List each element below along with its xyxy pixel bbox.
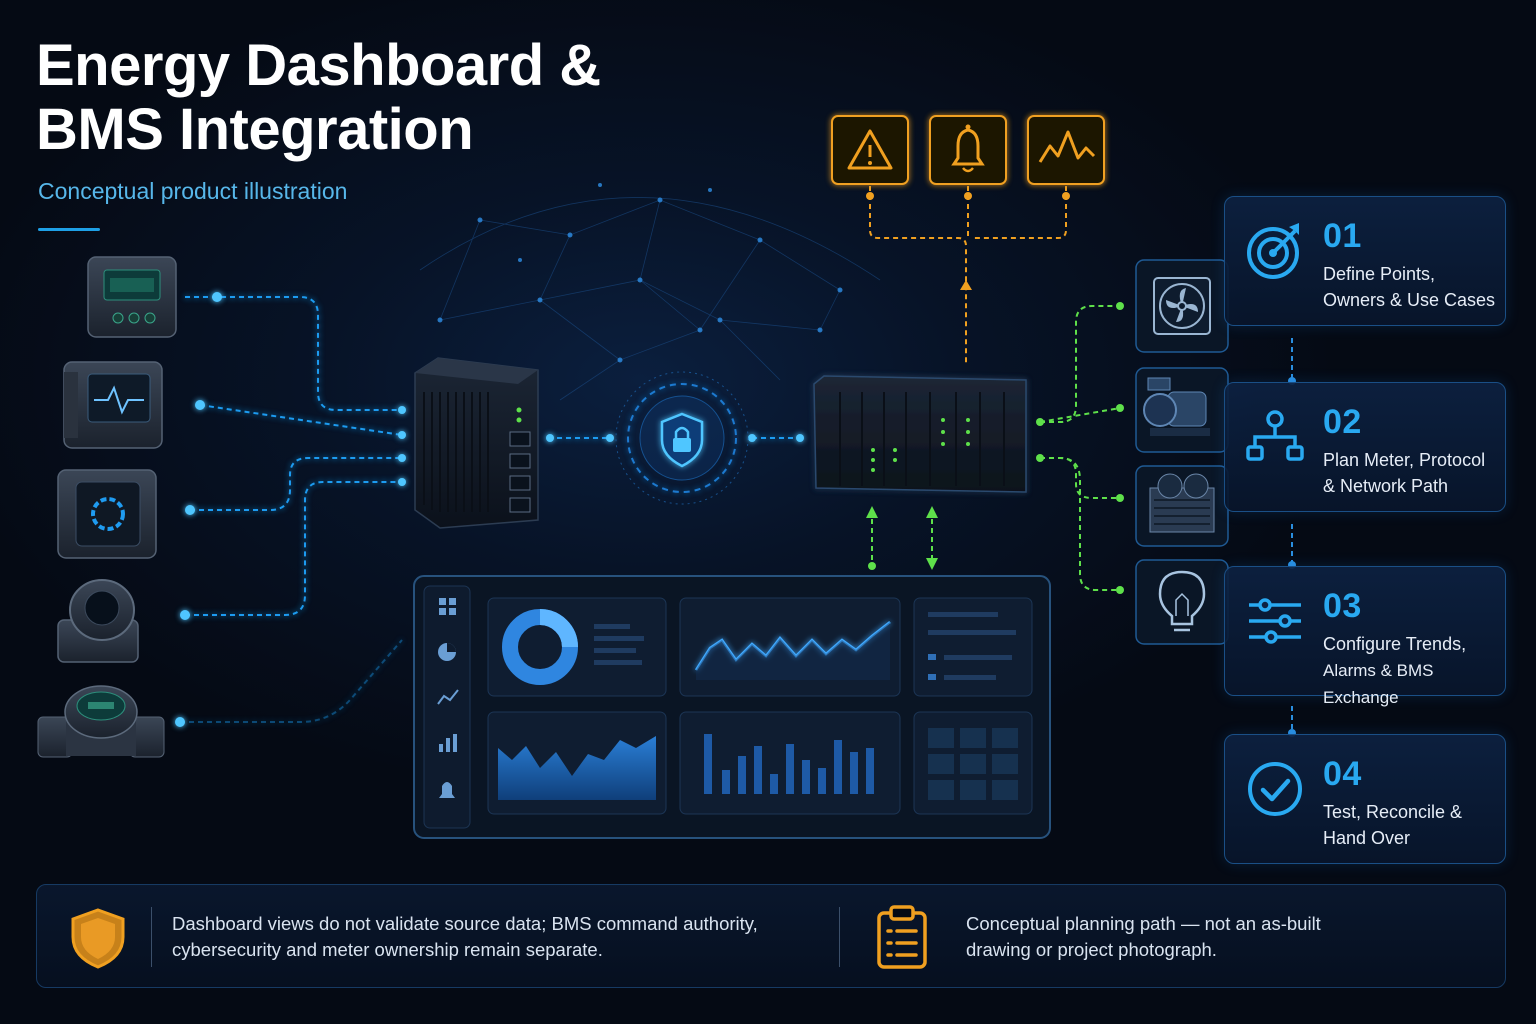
trend-icon bbox=[1027, 115, 1105, 185]
line-chart-icon bbox=[437, 689, 459, 705]
energy-meter-icon bbox=[57, 469, 157, 559]
multifunction-meter-icon bbox=[63, 361, 163, 449]
clipboard-icon bbox=[877, 905, 927, 969]
step-label-line-2: & Network Path bbox=[1323, 476, 1449, 496]
step-card-04: 04 Test, Reconcile & Hand Over bbox=[1224, 734, 1506, 864]
step-label-line-1: Define Points, bbox=[1323, 264, 1436, 284]
step-card-02: 02 Plan Meter, Protocol & Network Path bbox=[1224, 382, 1506, 512]
equipment-links bbox=[871, 305, 1121, 591]
step-label: Test, Reconcile & Hand Over bbox=[1323, 799, 1507, 851]
security-shield-icon bbox=[615, 371, 749, 505]
step-number: 02 bbox=[1323, 403, 1362, 441]
mesh-nodes bbox=[437, 183, 843, 363]
divider bbox=[151, 907, 152, 967]
bms-controller-icon bbox=[813, 375, 1027, 493]
bar-chart-icon bbox=[439, 734, 457, 752]
current-transformer-icon bbox=[57, 579, 139, 663]
disclaimer-right-line-1: Conceptual planning path — not an as-bui… bbox=[966, 913, 1321, 934]
sliders-icon bbox=[1249, 598, 1301, 644]
hierarchy-icon bbox=[1246, 410, 1304, 461]
step-number: 01 bbox=[1323, 217, 1362, 255]
power-meter-icon bbox=[87, 256, 177, 338]
disclaimer-left-line-1: Dashboard views do not validate source d… bbox=[172, 913, 758, 934]
link-dots bbox=[175, 292, 804, 727]
shield-icon bbox=[71, 908, 125, 969]
disclaimer-left: Dashboard views do not validate source d… bbox=[172, 911, 758, 963]
step-label: Define Points, Owners & Use Cases bbox=[1323, 261, 1507, 313]
step-card-03: 03 Configure Trends, Alarms & BMS Exchan… bbox=[1224, 566, 1506, 707]
step-label-line-1: Configure Trends, bbox=[1323, 634, 1467, 654]
step-label: Configure Trends, Alarms & BMS Exchange bbox=[1323, 631, 1507, 711]
page-title: Energy Dashboard & BMS Integration bbox=[36, 34, 601, 162]
pump-icon bbox=[1135, 367, 1229, 453]
step-label-line-2: Owners & Use Cases bbox=[1323, 290, 1496, 310]
disclaimer-right: Conceptual planning path — not an as-bui… bbox=[966, 911, 1321, 963]
network-switch-icon bbox=[414, 357, 539, 529]
step-label-line-2: Alarms & BMS Exchange bbox=[1323, 661, 1434, 707]
step-label-line-2: Hand Over bbox=[1323, 828, 1411, 848]
equipment-link-dots bbox=[866, 302, 1124, 594]
title-underline bbox=[38, 228, 100, 231]
alert-link-dots bbox=[866, 192, 1070, 290]
check-circle-icon bbox=[1248, 762, 1302, 816]
step-label-line-1: Plan Meter, Protocol bbox=[1323, 450, 1486, 470]
fan-icon bbox=[1135, 259, 1229, 353]
pie-icon bbox=[438, 643, 456, 661]
title-line-2: BMS Integration bbox=[36, 97, 474, 162]
lightbulb-icon bbox=[1135, 559, 1229, 645]
title-line-1: Energy Dashboard & bbox=[36, 33, 601, 98]
chiller-icon bbox=[1135, 465, 1229, 547]
sidebar-bell-icon bbox=[439, 782, 455, 798]
disclaimer-right-line-2: drawing or project photograph. bbox=[966, 939, 1217, 960]
target-icon bbox=[1247, 223, 1299, 279]
step-label-line-1: Test, Reconcile & bbox=[1323, 802, 1463, 822]
step-number: 03 bbox=[1323, 587, 1362, 625]
grid-icon bbox=[439, 598, 456, 615]
step-card-01: 01 Define Points, Owners & Use Cases bbox=[1224, 196, 1506, 326]
step-label: Plan Meter, Protocol & Network Path bbox=[1323, 447, 1507, 499]
bell-icon bbox=[929, 115, 1007, 185]
divider bbox=[839, 907, 840, 967]
water-meter-icon bbox=[37, 685, 165, 758]
step-number: 04 bbox=[1323, 755, 1362, 793]
dashboard-preview bbox=[413, 575, 1051, 839]
warning-icon bbox=[831, 115, 909, 185]
disclaimer-left-line-2: cybersecurity and meter ownership remain… bbox=[172, 939, 603, 960]
disclaimer-bar: Dashboard views do not validate source d… bbox=[36, 884, 1506, 988]
alert-links bbox=[869, 186, 1067, 366]
page-subtitle: Conceptual product illustration bbox=[38, 178, 348, 204]
meter-links bbox=[180, 296, 800, 723]
